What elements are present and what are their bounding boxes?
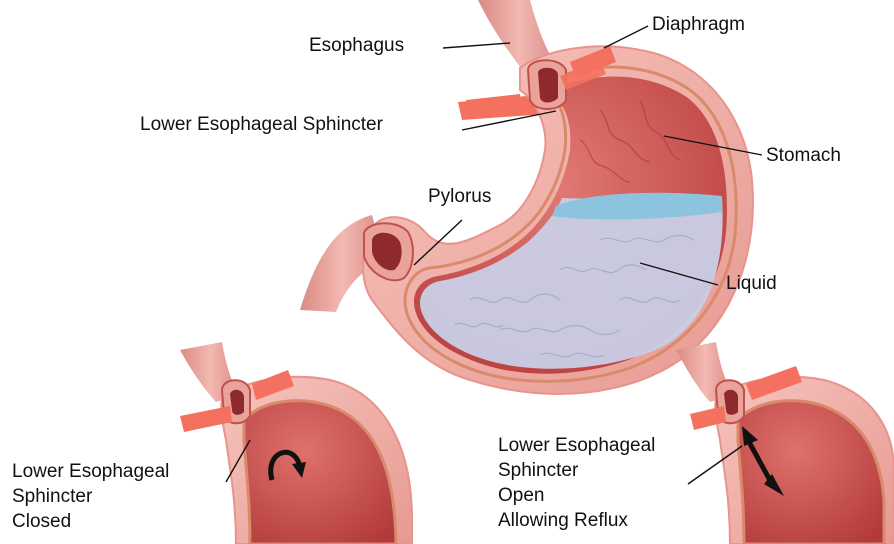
leader-esophagus (443, 43, 510, 48)
leader-diaphragm (604, 26, 648, 48)
label-open-line-3: Open (498, 483, 655, 508)
label-stomach: Stomach (766, 143, 841, 168)
label-lower-esophageal-sphincter: Lower Esophageal Sphincter (140, 112, 383, 137)
label-closed-line-3: Closed (12, 509, 169, 534)
label-sphincter-closed: Lower Esophageal Sphincter Closed (12, 459, 169, 534)
label-closed-line-2: Sphincter (12, 484, 169, 509)
label-esophagus: Esophagus (309, 33, 404, 58)
closed-sphincter-stomach (180, 342, 412, 544)
label-liquid: Liquid (726, 271, 777, 296)
label-diaphragm: Diaphragm (652, 12, 745, 37)
main-stomach (300, 0, 753, 394)
label-pylorus: Pylorus (428, 184, 491, 209)
open-sphincter-stomach (676, 342, 894, 544)
esophagus-opening (528, 60, 566, 109)
label-open-line-2: Sphincter (498, 458, 655, 483)
label-sphincter-open: Lower Esophageal Sphincter Open Allowing… (498, 433, 655, 533)
label-open-line-1: Lower Esophageal (498, 433, 655, 458)
label-closed-line-1: Lower Esophageal (12, 459, 169, 484)
label-open-line-4: Allowing Reflux (498, 508, 655, 533)
